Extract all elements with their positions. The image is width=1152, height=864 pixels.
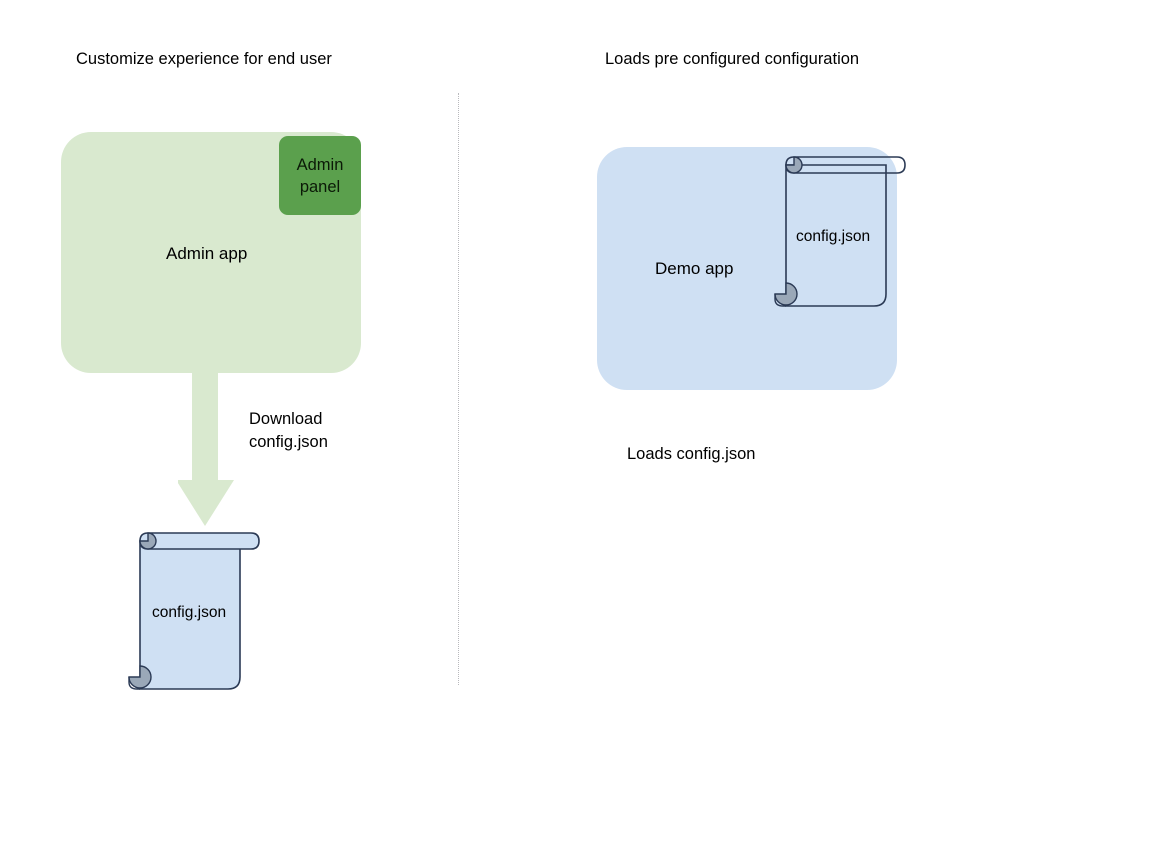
config-json-label-right: config.json: [796, 228, 871, 245]
document-body-right: [785, 164, 887, 307]
download-arrow: [178, 370, 238, 530]
admin-panel-badge-line2: panel: [299, 177, 341, 196]
document-top-curl-right: [785, 156, 803, 174]
config-json-label-left: config.json: [152, 604, 227, 621]
document-top-roll-right: [785, 156, 906, 174]
admin-app-label: Admin app: [166, 244, 248, 263]
download-arrow-label-line2: config.json: [249, 432, 328, 451]
document-bottom-tail-right: [774, 294, 786, 307]
document-top-roll-left: [139, 532, 260, 550]
config-json-document-left[interactable]: config.json: [126, 530, 266, 690]
admin-panel-badge[interactable]: Admin panel: [279, 136, 361, 215]
loads-config-caption: Loads config.json: [627, 445, 756, 463]
left-section-title: Customize experience for end user: [76, 50, 332, 68]
download-arrow-shape: [178, 370, 234, 526]
document-bottom-curl-right: [774, 282, 798, 306]
document-bottom-tail-left: [128, 677, 140, 690]
right-section-title: Loads pre configured configuration: [605, 50, 860, 68]
demo-app-label: Demo app: [655, 259, 734, 278]
download-arrow-label-line1: Download: [249, 410, 323, 428]
download-arrow-label: Download config.json: [249, 408, 328, 453]
config-json-document-right[interactable]: config.json: [772, 154, 912, 312]
vertical-dotted-divider: [458, 93, 459, 685]
document-top-curl-left: [139, 532, 157, 550]
demo-app-box[interactable]: [597, 147, 897, 390]
document-body-left: [139, 540, 241, 690]
admin-panel-badge-line1: Admin: [296, 155, 344, 174]
document-bottom-curl-left: [128, 665, 152, 689]
